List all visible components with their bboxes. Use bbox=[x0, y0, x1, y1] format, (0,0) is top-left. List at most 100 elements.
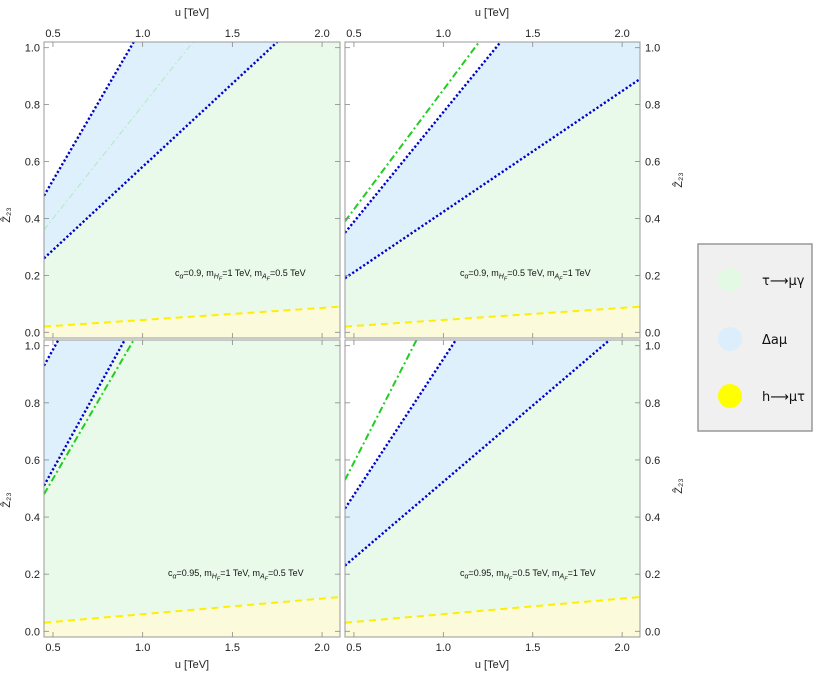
y-tick-label: 0.4 bbox=[645, 213, 660, 225]
y-tick-label: 0.0 bbox=[645, 626, 660, 638]
x-tick-label: 1.0 bbox=[436, 28, 451, 40]
legend-box bbox=[697, 243, 813, 432]
x-tick-label: 1.0 bbox=[436, 642, 451, 654]
x-axis-label-top-left: u [TeV] bbox=[175, 7, 209, 19]
y-tick-label: 1.0 bbox=[25, 341, 40, 353]
annotation-part: F bbox=[504, 277, 508, 283]
y-tick-label: 0.0 bbox=[25, 626, 40, 638]
annotation-part: α bbox=[173, 574, 178, 581]
x-tick-label: 0.5 bbox=[45, 28, 60, 40]
legend-swatch bbox=[718, 327, 742, 351]
annotation-part: H bbox=[212, 574, 218, 581]
ticks bbox=[345, 42, 640, 338]
panel-frame bbox=[344, 339, 641, 638]
annotation-part: =0.5 TeV, m bbox=[512, 568, 559, 578]
green-region bbox=[44, 340, 340, 637]
y-tick-label: 1.0 bbox=[25, 43, 40, 55]
x-tick-label: 0.5 bbox=[45, 642, 60, 654]
annotation-part: c bbox=[175, 268, 180, 278]
annotation-part: α bbox=[180, 274, 185, 281]
annotation-part: H bbox=[504, 574, 510, 581]
panel-annotation: cα=0.95, mHF=1 TeV, mAF=0.5 TeV bbox=[168, 568, 304, 583]
yellow-dashed-line bbox=[44, 596, 340, 624]
x-axis-label-bottom-right: u [TeV] bbox=[475, 659, 509, 671]
annotation-part: H bbox=[499, 274, 505, 281]
annotation-part: F bbox=[265, 577, 269, 583]
y-tick-label: 0.2 bbox=[25, 569, 40, 581]
blue-band bbox=[345, 42, 640, 279]
y-tick-label: 0.8 bbox=[645, 398, 660, 410]
x-tick-label: 2.0 bbox=[614, 642, 629, 654]
y-axis-label: Ẑ₂₃ bbox=[0, 207, 13, 222]
annotation-part: A bbox=[559, 574, 565, 581]
panel-annotation: cα=0.95, mHF=0.5 TeV, mAF=1 TeV bbox=[460, 568, 596, 583]
x-tick-label: 2.0 bbox=[314, 28, 329, 40]
ticks bbox=[44, 42, 340, 338]
annotation-part: =0.5 TeV bbox=[270, 268, 306, 278]
y-axis-label: Ẑ₂₃ bbox=[0, 492, 13, 507]
y-tick-label: 0.6 bbox=[25, 455, 40, 467]
yellow-dashed-line bbox=[345, 596, 640, 624]
blue-dotted-upper-line bbox=[44, 42, 135, 197]
x-tick-label: 1.5 bbox=[225, 642, 240, 654]
annotation-part: =1 TeV, m bbox=[222, 268, 262, 278]
legend-label: τ⟶μγ bbox=[762, 274, 805, 289]
y-tick-label: 0.8 bbox=[25, 100, 40, 112]
x-tick-label: 1.5 bbox=[525, 28, 540, 40]
annotation-part: F bbox=[219, 277, 223, 283]
y-tick-label: 0.8 bbox=[645, 100, 660, 112]
annotation-part: F bbox=[559, 277, 563, 283]
yellow-region bbox=[44, 306, 340, 338]
annotation-part: α bbox=[465, 274, 470, 281]
x-axis-label-bottom-left: u [TeV] bbox=[175, 659, 209, 671]
annotation-part: =0.5 TeV, m bbox=[507, 268, 554, 278]
x-tick-label: 2.0 bbox=[614, 28, 629, 40]
legend-swatch bbox=[718, 384, 742, 408]
annotation-part: F bbox=[267, 277, 271, 283]
y-axis-label: Ẑ₂₃ bbox=[672, 172, 685, 187]
annotation-part: c bbox=[460, 268, 465, 278]
y-tick-label: 0.6 bbox=[645, 455, 660, 467]
x-tick-label: 1.5 bbox=[225, 28, 240, 40]
annotation-part: H bbox=[214, 274, 220, 281]
y-tick-label: 0.2 bbox=[25, 270, 40, 282]
annotation-part: =1 TeV bbox=[563, 268, 591, 278]
x-tick-label: 1.5 bbox=[525, 642, 540, 654]
y-tick-label: 0.6 bbox=[25, 157, 40, 169]
blue-dotted-lower-line bbox=[44, 340, 126, 487]
annotation-part: =0.5 TeV bbox=[268, 568, 304, 578]
legend-swatch bbox=[718, 268, 742, 292]
legend-label: Δaμ bbox=[762, 333, 787, 348]
lines bbox=[345, 340, 640, 624]
lines bbox=[44, 42, 340, 328]
annotation-part: A bbox=[259, 574, 265, 581]
annotation-part: F bbox=[217, 577, 221, 583]
y-tick-label: 0.4 bbox=[25, 213, 40, 225]
y-tick-label: 0.0 bbox=[645, 327, 660, 339]
annotation-part: c bbox=[460, 568, 465, 578]
annotation-part: =0.95, m bbox=[469, 568, 504, 578]
annotation-part: =0.9, m bbox=[469, 268, 499, 278]
lines bbox=[44, 340, 340, 624]
y-tick-label: 0.6 bbox=[645, 157, 660, 169]
x-tick-label: 2.0 bbox=[314, 642, 329, 654]
blue-dotted-lower-line bbox=[44, 42, 279, 260]
y-tick-label: 0.4 bbox=[645, 512, 660, 524]
y-tick-label: 0.2 bbox=[645, 270, 660, 282]
green-dashdot-line bbox=[345, 42, 480, 222]
annotation-part: =1 TeV bbox=[568, 568, 596, 578]
annotation-part: A bbox=[554, 274, 560, 281]
yellow-region bbox=[345, 306, 640, 338]
panel-annotation: cα=0.9, mHF=1 TeV, mAF=0.5 TeV bbox=[175, 268, 306, 283]
yellow-dashed-line bbox=[44, 305, 340, 328]
y-tick-label: 1.0 bbox=[645, 341, 660, 353]
annotation-part: F bbox=[564, 577, 568, 583]
y-tick-label: 0.2 bbox=[645, 569, 660, 581]
x-tick-label: 0.5 bbox=[346, 642, 361, 654]
annotation-part: A bbox=[261, 274, 267, 281]
green-dashdot-line bbox=[345, 340, 418, 481]
